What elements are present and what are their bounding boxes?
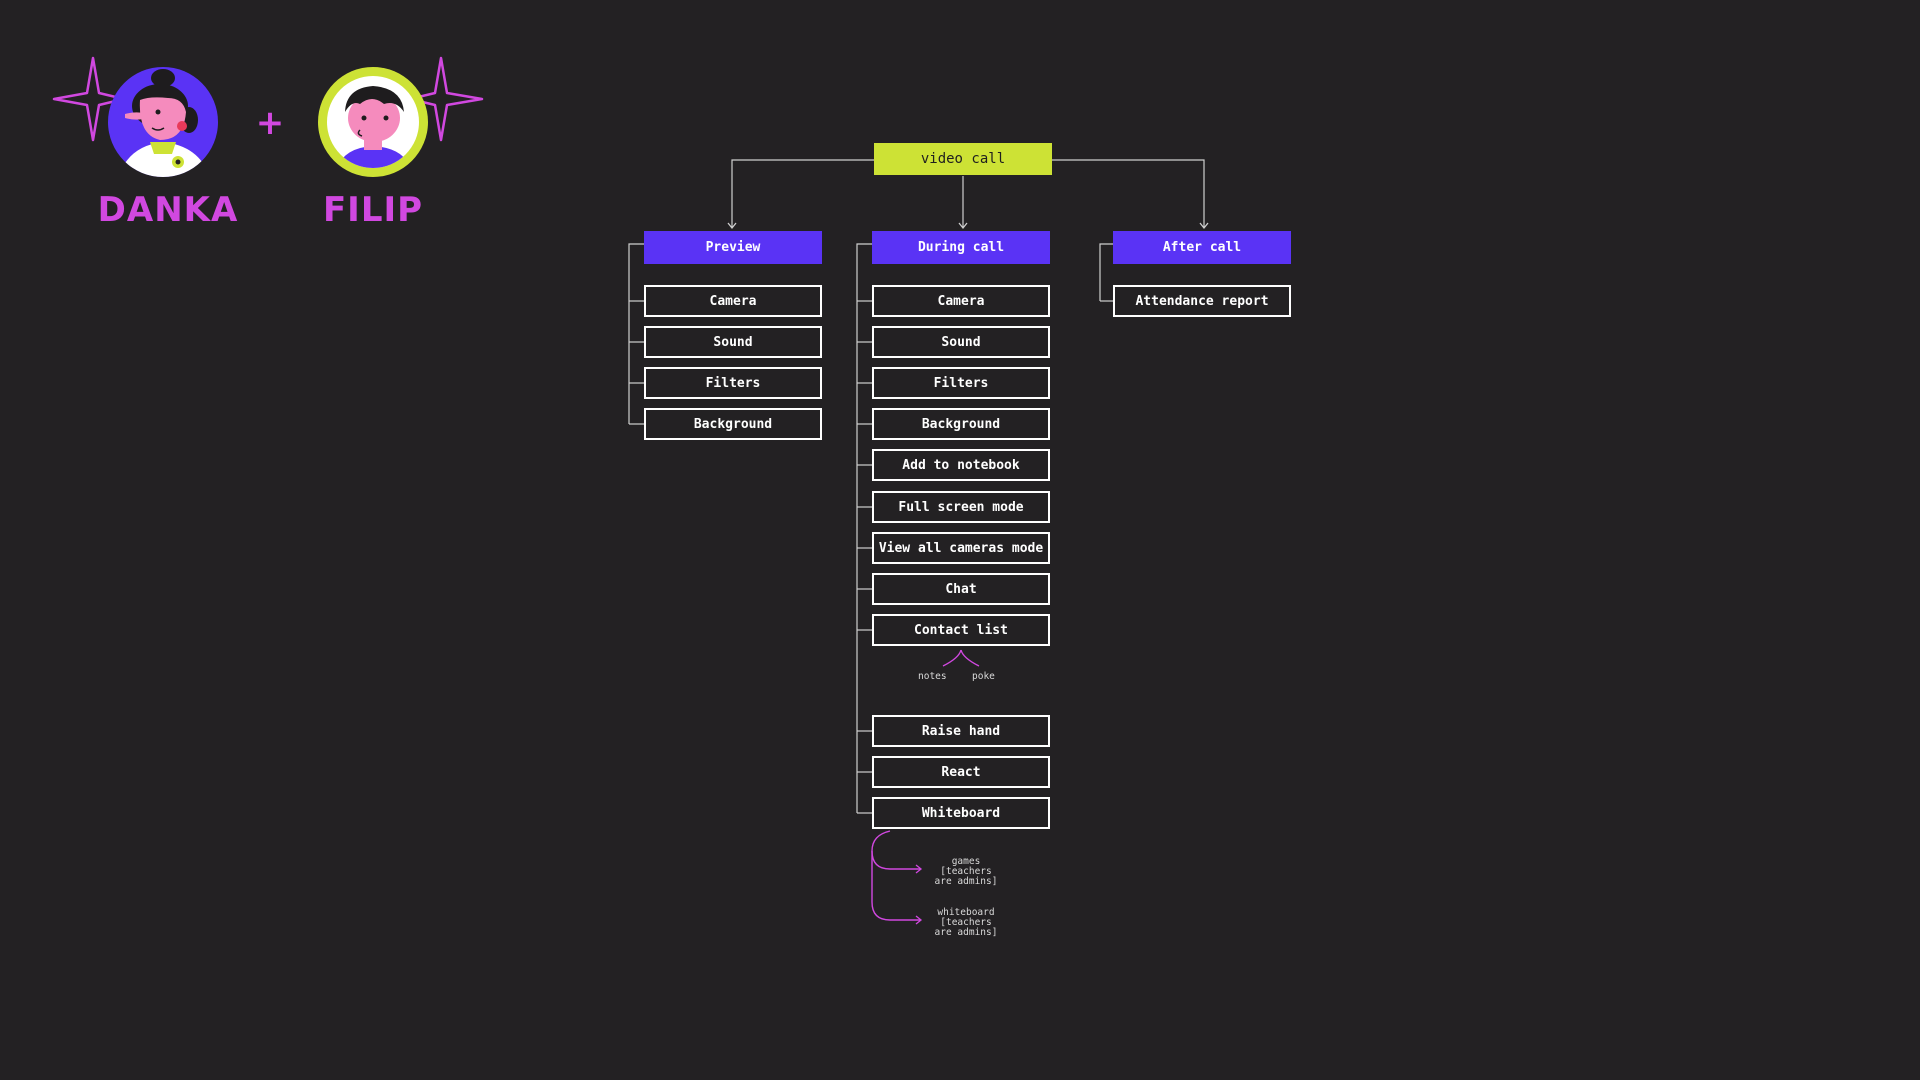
- item-preview-filters[interactable]: Filters: [644, 367, 822, 399]
- whiteboard-note-whiteboard: whiteboard [teachers are admins]: [934, 907, 998, 938]
- item-during-call-contact-list[interactable]: Contact list: [872, 614, 1050, 646]
- person-name-filip: FILIP: [322, 190, 424, 230]
- item-during-call-background[interactable]: Background: [872, 408, 1050, 440]
- person-name-danka: DANKA: [97, 190, 239, 230]
- connector-line: [1099, 243, 1113, 301]
- plus-sign: +: [255, 103, 285, 143]
- arrow-head: [727, 222, 737, 230]
- connector-line: [731, 159, 874, 227]
- connector-line: [1052, 159, 1205, 227]
- connector-line: [628, 243, 644, 424]
- item-during-call-full-screen-mode[interactable]: Full screen mode: [872, 491, 1050, 523]
- team-header: [52, 56, 484, 177]
- item-preview-background[interactable]: Background: [644, 408, 822, 440]
- whiteboard-note-games: games [teachers are admins]: [934, 856, 998, 887]
- item-preview-sound[interactable]: Sound: [644, 326, 822, 358]
- group-during-call[interactable]: During call: [872, 231, 1050, 264]
- notes-arrow: [942, 649, 962, 667]
- arrow-head: [915, 864, 923, 874]
- sparkle-icon: [52, 56, 126, 142]
- connector-line: [856, 243, 872, 813]
- sparkle-icon: [408, 56, 484, 142]
- item-preview-camera[interactable]: Camera: [644, 285, 822, 317]
- item-during-call-chat[interactable]: Chat: [872, 573, 1050, 605]
- group-after-call[interactable]: After call: [1113, 231, 1291, 264]
- item-during-call-sound[interactable]: Sound: [872, 326, 1050, 358]
- contact-list-note-poke: poke: [972, 671, 995, 682]
- contact-list-note-notes: notes: [918, 671, 947, 682]
- item-after-call-attendance-report[interactable]: Attendance report: [1113, 285, 1291, 317]
- group-preview[interactable]: Preview: [644, 231, 822, 264]
- item-during-call-filters[interactable]: Filters: [872, 367, 1050, 399]
- arrow-head: [1199, 222, 1209, 230]
- item-during-call-add-to-notebook[interactable]: Add to notebook: [872, 449, 1050, 481]
- games-arrow: [871, 850, 920, 870]
- woman-avatar-icon: [108, 67, 218, 177]
- whiteboard-bracket: [871, 830, 920, 921]
- item-during-call-raise-hand[interactable]: Raise hand: [872, 715, 1050, 747]
- item-during-call-whiteboard[interactable]: Whiteboard: [872, 797, 1050, 829]
- root-node-video-call[interactable]: video call: [874, 143, 1052, 175]
- arrow-head: [915, 915, 923, 925]
- poke-arrow: [960, 649, 980, 667]
- item-during-call-react[interactable]: React: [872, 756, 1050, 788]
- item-during-call-camera[interactable]: Camera: [872, 285, 1050, 317]
- arrow-head: [958, 222, 968, 230]
- man-avatar-icon: [318, 67, 428, 177]
- item-during-call-view-all-cameras-mode[interactable]: View all cameras mode: [872, 532, 1050, 564]
